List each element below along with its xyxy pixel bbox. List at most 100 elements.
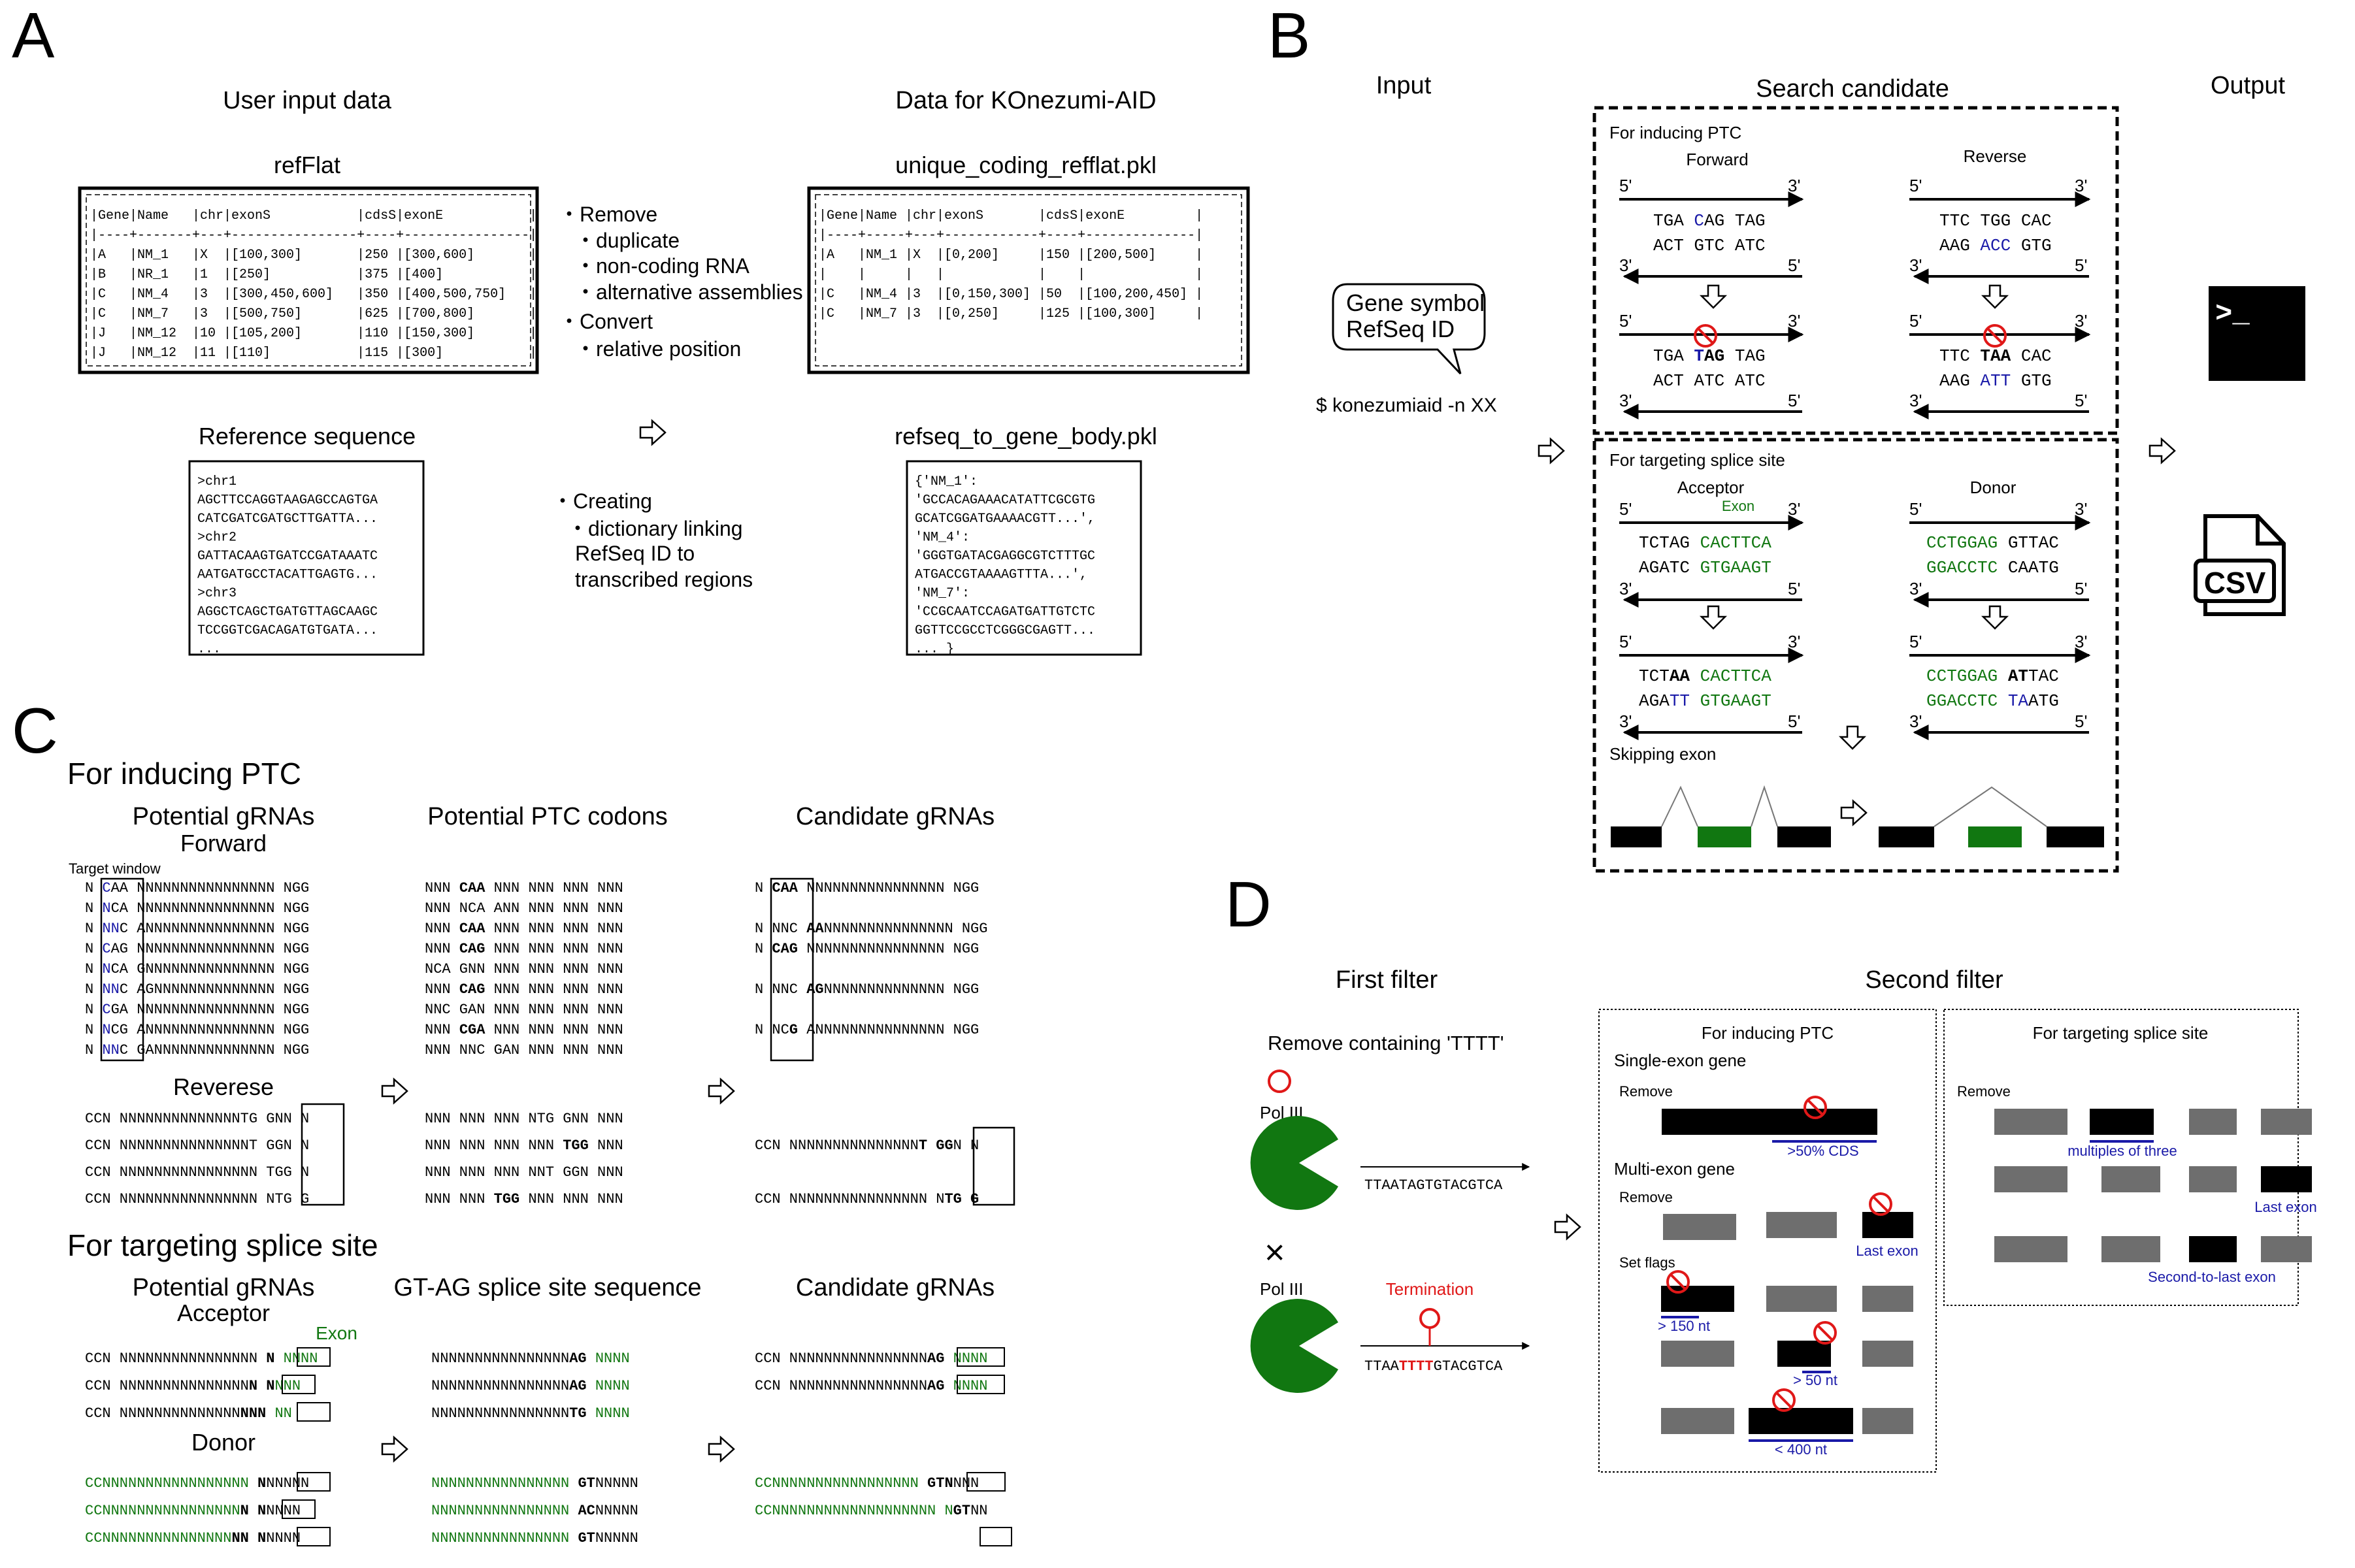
arrow-down-icon (1700, 605, 1726, 630)
acceptor-grna-row: CCN NNNNNNNNNNNNNNNN NNNN (85, 1378, 301, 1394)
splice-box-title: For targeting splice site (1609, 450, 1785, 470)
reference-sequence-box (188, 460, 425, 656)
three-prime-label: 3' (1619, 255, 1632, 275)
splice-junction-line (1661, 785, 1698, 827)
strand-seq: TCTAG CACTTCA (1639, 533, 1771, 553)
unique-table: |Gene|Name |chr|exonS |cdsS|exonE ||----… (819, 208, 1203, 321)
terminal-icon: >_ (2209, 286, 2305, 381)
strand-seq: GGACCTC CAATG (1926, 558, 2059, 578)
ptc-codon-row: NNN CGA NNN NNN NNN NNN (425, 1022, 623, 1038)
termination-loop-icon (1419, 1308, 1440, 1329)
acceptor-grna-row: CCN NNNNNNNNNNNNNNNNN NN (85, 1405, 292, 1422)
strand-seq: GGACCTC TAATG (1926, 691, 2059, 711)
gene-body-line: GGTTCCGCCTCGGGCGAGTT... (915, 623, 1095, 638)
second-filter-title: Second filter (1865, 966, 2003, 994)
strand-seq: TTC TAA CAC (1939, 346, 2052, 366)
candidate-grna-row: CCNNNNNNNNNNNNNNNNNNN NGTNN (755, 1503, 987, 1519)
five-prime-label: 5' (2075, 255, 2087, 275)
nt150-label: > 150 nt (1658, 1318, 1710, 1334)
acceptor-window-box (297, 1347, 331, 1367)
pol3-pacman-icon (1250, 1116, 1338, 1211)
no-sign-icon (1772, 1388, 1796, 1412)
no-sign-icon (1813, 1321, 1837, 1345)
donor-window-box (282, 1499, 316, 1519)
target-window-label: Target window (69, 860, 161, 877)
forward-grna-row: N NNC ANNNNNNNNNNNNNNN NGG (85, 921, 309, 937)
splice-seq-row: NNNNNNNNNNNNNNNNAG NNNN (431, 1378, 630, 1394)
splice-seq-row: NNNNNNNNNNNNNNNN GTNNNNN (431, 1530, 638, 1546)
ptc-codon-row: NNN CAA NNN NNN NNN NNN (425, 880, 623, 896)
ptc-codon-row: NNN NCA ANN NNN NNN NNN (425, 900, 623, 917)
refflat-row: |J |NM_12 |11 |[110] |115 |[300] | (90, 346, 537, 361)
three-prime-label: 3' (1788, 176, 1800, 195)
bullet-item: transcribed regions (575, 568, 753, 591)
last-exon-block (1862, 1212, 1913, 1238)
arrow-right-icon (2149, 438, 2176, 464)
exon-block (1611, 826, 1662, 847)
forward-grna-row: N CAA NNNNNNNNNNNNNNNN NGG (85, 880, 309, 896)
panel-c-label: C (12, 694, 58, 766)
three-prime-label: 3' (1909, 391, 1922, 410)
reverse-window-box (301, 1103, 345, 1206)
three-prime-label: 3' (2075, 632, 2087, 651)
candidate-grna-row: CCNNNNNNNNNNNNNNNNN GTNNNN (755, 1475, 979, 1492)
ref-seq-line: >chr2 (197, 531, 237, 546)
candidate-grnas-title: Candidate gRNAs (796, 803, 995, 830)
first-filter-title: First filter (1336, 966, 1438, 994)
gene-body-line: 'CCGCAATCCAGATGATTGTCTC (915, 605, 1095, 620)
ptc-codon-row: NNN NNN NNN NTG GNN NNN (425, 1111, 623, 1127)
panel-b: B Input Search candidate Output Gene sym… (1268, 0, 2305, 873)
refflat-table: |Gene|Name |chr|exonS |cdsS|exonE ||----… (90, 208, 537, 361)
bullet-item: ・Remove (559, 203, 657, 226)
candidate-grna-row: CCN NNNNNNNNNNNNNNNN NTG G (755, 1191, 979, 1207)
refflat-table-box (78, 186, 539, 374)
three-prime-label: 3' (1619, 391, 1632, 410)
gene-body-line: 'GCCACAGAAACATATTCGCGTG (915, 493, 1095, 508)
exon-block-gray (1862, 1341, 1913, 1367)
arrow-right-icon (1840, 800, 1868, 826)
donor-grna-row: CCNNNNNNNNNNNNNNNNN NNNNN (85, 1530, 301, 1546)
pol3-label-2: Pol III (1260, 1279, 1303, 1299)
three-prime-label: 3' (1619, 579, 1632, 598)
nt400-label: < 400 nt (1775, 1441, 1827, 1458)
bullet-item: ・non-coding RNA (575, 254, 749, 278)
terminal-prompt: >_ (2215, 298, 2250, 331)
potential-grnas-title: Potential gRNAs (133, 803, 315, 830)
ptc-codon-row: NNN NNN NNN NNT GGN NNN (425, 1164, 623, 1181)
candidate-grna-row: N CAA NNNNNNNNNNNNNNNN NGG (755, 880, 979, 896)
five-prime-label: 5' (1909, 311, 1922, 331)
forward-grna-row: N NNC AGNNNNNNNNNNNNNN NGG (85, 981, 309, 998)
candidate-grna-row: CCN NNNNNNNNNNNNNNNT GGN N (755, 1137, 979, 1154)
reverse-grna-row: CCN NNNNNNNNNNNNNNNN TGG N (85, 1164, 309, 1181)
refflat-row: |C |NM_4 |3 |[300,450,600] |350 |[400,50… (90, 287, 537, 302)
ptc-codon-row: NNN CAG NNN NNN NNN NNN (425, 941, 623, 957)
exon-block-gray (2261, 1109, 2312, 1135)
exon-block-gray (1766, 1286, 1837, 1312)
multi-exon-label: Multi-exon gene (1614, 1159, 1735, 1179)
set-flags-label: Set flags (1619, 1254, 1675, 1271)
reverse-grna-row: CCN NNNNNNNNNNNNNNTG GNN N (85, 1111, 309, 1127)
donor-window-box (297, 1472, 331, 1492)
reverse-label: Reverese (173, 1073, 274, 1100)
ptc-filter-box (1598, 1009, 1937, 1473)
ptc-codon-row: NNN NNN TGG NNN NNN NNN (425, 1191, 623, 1207)
forward-grna-row: N NNC GANNNNNNNNNNNNNN NGG (85, 1042, 309, 1058)
arrow-right-icon (639, 419, 667, 446)
exon-block-gray (2261, 1236, 2312, 1262)
five-prime-label: 5' (1909, 632, 1922, 651)
second-last-exon-block (2189, 1236, 2237, 1262)
input-title: Input (1376, 72, 1432, 99)
ref-seq-line: >chr1 (197, 474, 237, 489)
ptc-codon-row: NNN NNC GAN NNN NNN NNN (425, 1042, 623, 1058)
reverse-grna-row: CCN NNNNNNNNNNNNNNNT GGN N (85, 1137, 309, 1154)
strand-seq: CCTGGAG GTTAC (1926, 533, 2059, 553)
exon-block-gray (1994, 1109, 2067, 1135)
refflat-row: |Gene|Name |chr|exonS |cdsS|exonE | (90, 208, 537, 223)
exon-label: Exon (316, 1323, 357, 1343)
three-prime-label: 3' (1909, 579, 1922, 598)
candidate-grna-row: N CAG NNNNNNNNNNNNNNNN NGG (755, 941, 979, 957)
five-prime-label: 5' (1788, 579, 1800, 598)
ref-seq-line: AGGCTCAGCTGATGTTAGCAAGC (197, 605, 378, 620)
